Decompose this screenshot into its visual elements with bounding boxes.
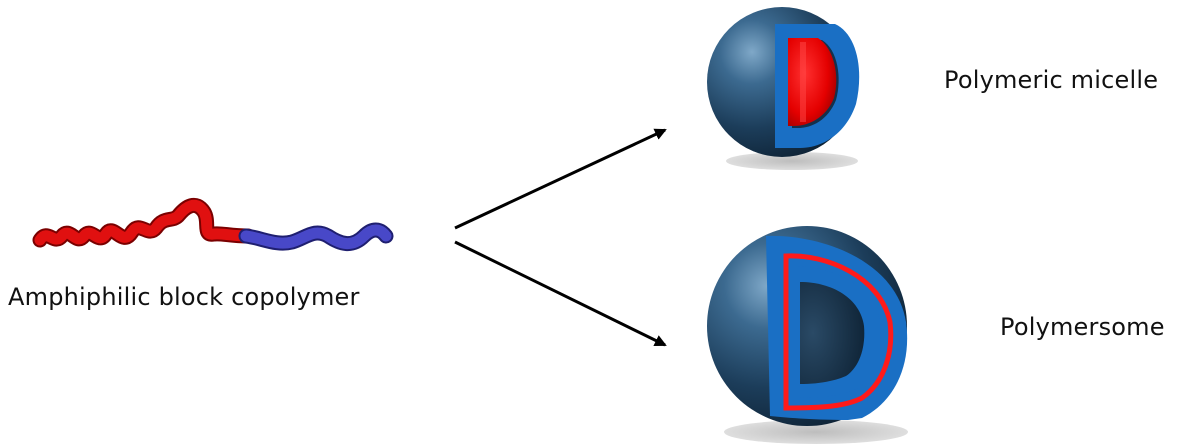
copolymer-label: Amphiphilic block copolymer [8, 283, 360, 311]
micelle-label: Polymeric micelle [944, 66, 1159, 94]
arrows [454, 128, 667, 347]
arrow-to-micelle-icon [454, 128, 667, 230]
arrow-to-polymersome-icon [454, 240, 667, 347]
vesicle-sphere-icon [707, 226, 908, 444]
micelle-sphere-icon [707, 7, 860, 170]
polymersome-label: Polymersome [1000, 313, 1165, 341]
copolymer-chain-icon [32, 197, 394, 251]
